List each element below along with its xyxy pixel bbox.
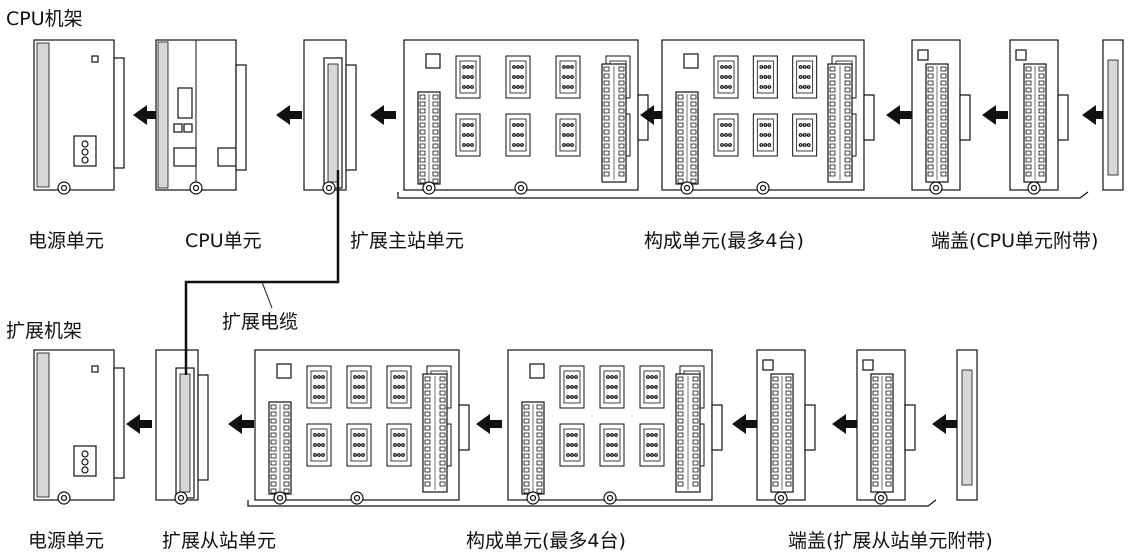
d-sub-connector	[559, 423, 585, 467]
left-arrow-icon	[982, 105, 1008, 125]
d-sub-connector	[639, 365, 665, 409]
end-cover	[956, 349, 978, 501]
d-sub-connector	[792, 113, 818, 157]
cpu-rack-title: CPU机架	[6, 8, 83, 30]
config-unit	[403, 39, 649, 195]
io-unit	[856, 349, 916, 505]
terminal-block	[870, 373, 894, 493]
left-arrow-icon	[133, 105, 159, 125]
rack-base	[397, 191, 1089, 199]
expansion-unit	[303, 39, 357, 195]
d-sub-connector	[639, 423, 665, 467]
io-unit	[756, 349, 816, 505]
config-unit	[661, 39, 875, 195]
left-arrow-icon	[932, 414, 958, 434]
left-arrow-icon	[1082, 105, 1108, 125]
cpu-unit	[155, 39, 247, 195]
expansion-cable	[184, 170, 340, 375]
left-arrow-icon	[732, 414, 758, 434]
io-unit	[1009, 39, 1069, 195]
cpu-power-unit-label: 电源单元	[28, 230, 105, 252]
terminal-block	[675, 91, 699, 185]
terminal-block	[268, 401, 292, 495]
cpu-rack-row	[33, 39, 1124, 199]
config-unit	[254, 349, 470, 505]
exp-config-units-label: 构成单元(最多4台)	[466, 530, 626, 552]
d-sub-connector	[713, 55, 739, 99]
exp-power-unit-label: 电源单元	[28, 530, 105, 552]
d-sub-connector	[752, 113, 778, 157]
exp-end-cover-label: 端盖(扩展从站单元附带)	[788, 530, 993, 552]
d-sub-connector	[386, 365, 412, 409]
left-arrow-icon	[228, 414, 254, 434]
d-sub-connector	[306, 423, 332, 467]
d-sub-connector	[505, 55, 531, 99]
d-sub-connector	[559, 365, 585, 409]
d-sub-connector	[346, 365, 372, 409]
left-arrow-icon	[370, 105, 396, 125]
expansion-master-label: 扩展主站单元	[350, 230, 465, 252]
d-sub-connector	[386, 423, 412, 467]
expansion-cable-label: 扩展电缆	[222, 311, 299, 333]
d-sub-connector	[455, 113, 481, 157]
end-cover	[1102, 39, 1124, 191]
terminal-block	[601, 63, 627, 183]
power-unit	[33, 349, 125, 505]
terminal-block	[925, 63, 949, 183]
left-arrow-icon	[276, 105, 302, 125]
expansion-unit	[155, 349, 209, 505]
terminal-block	[675, 373, 701, 493]
expansion-cable-leader	[261, 281, 273, 309]
d-sub-connector	[505, 113, 531, 157]
left-arrow-icon	[476, 414, 502, 434]
expansion-rack-title: 扩展机架	[6, 320, 83, 342]
terminal-block	[417, 91, 441, 185]
power-unit	[33, 39, 125, 195]
left-arrow-icon	[832, 414, 858, 434]
d-sub-connector	[346, 423, 372, 467]
d-sub-connector	[752, 55, 778, 99]
left-arrow-icon	[640, 105, 666, 125]
cpu-config-units-label: 构成单元(最多4台)	[644, 230, 804, 252]
left-arrow-icon	[886, 105, 912, 125]
d-sub-connector	[555, 55, 581, 99]
terminal-block	[827, 63, 853, 183]
terminal-block	[1023, 63, 1047, 183]
expansion-rack-row	[33, 349, 978, 507]
cpu-unit-label: CPU单元	[185, 230, 262, 252]
cpu-end-cover-label: 端盖(CPU单元附带)	[931, 230, 1099, 252]
d-sub-connector	[713, 113, 739, 157]
d-sub-connector	[306, 365, 332, 409]
io-unit	[911, 39, 971, 195]
terminal-block	[770, 373, 794, 493]
d-sub-connector	[555, 113, 581, 157]
d-sub-connector	[792, 55, 818, 99]
d-sub-connector	[455, 55, 481, 99]
terminal-block	[521, 401, 545, 495]
left-arrow-icon	[126, 414, 152, 434]
d-sub-connector	[599, 365, 625, 409]
config-unit	[507, 349, 723, 505]
rack-base	[247, 499, 937, 507]
d-sub-connector	[599, 423, 625, 467]
expansion-slave-label: 扩展从站单元	[162, 530, 277, 552]
terminal-block	[422, 373, 448, 493]
